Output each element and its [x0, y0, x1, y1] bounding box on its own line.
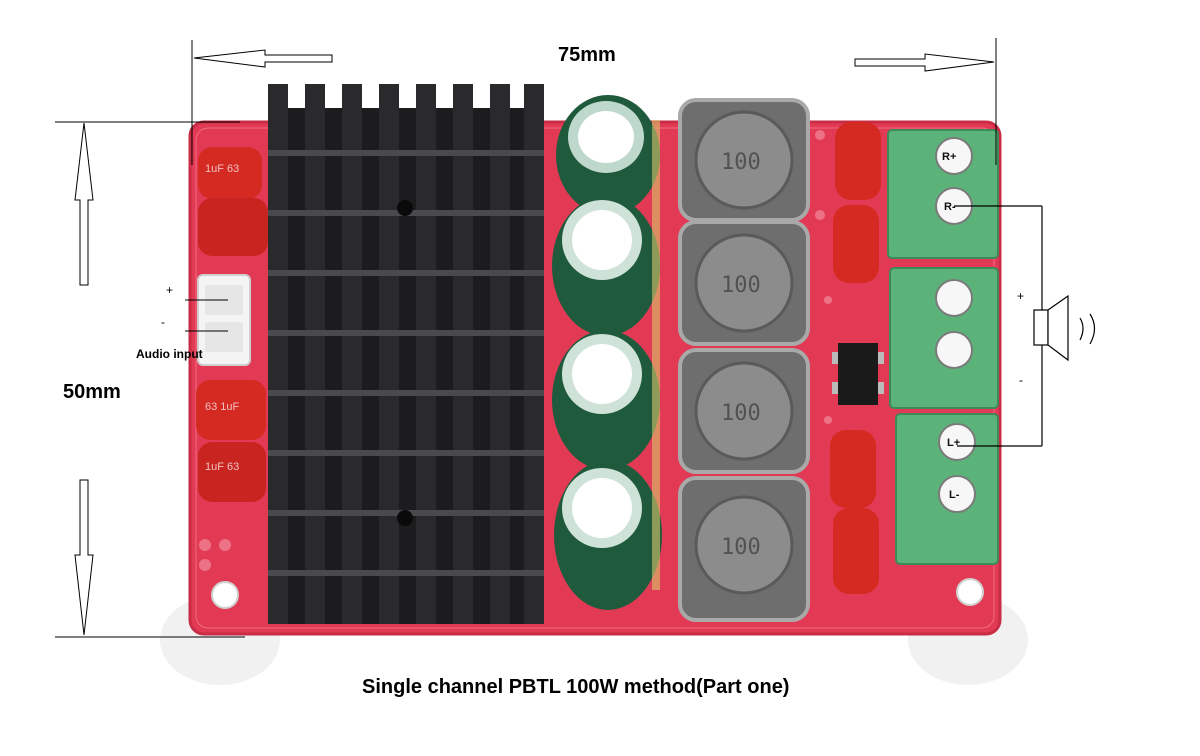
svg-text:63 1uF: 63 1uF	[205, 401, 240, 413]
audio-input-label: Audio input	[136, 347, 203, 361]
dimension-arrows	[55, 38, 997, 638]
speaker-minus-label: -	[1019, 373, 1023, 387]
speaker-wiring	[954, 205, 1043, 447]
inductor-marking: 100	[721, 150, 761, 175]
speaker-plus-label: +	[1017, 289, 1025, 303]
mounting-holes	[211, 578, 984, 609]
svg-text:1uF 63: 1uF 63	[205, 461, 239, 473]
terminal-blocks: R+ R- L+ L-	[887, 129, 999, 565]
inductors: 100 100 100 100	[678, 98, 810, 622]
width-dimension-label: 75mm	[558, 44, 616, 66]
film-capacitors-left: 1uF 63 63 1uF 1uF 63	[196, 147, 268, 502]
audio-input-connector	[197, 274, 251, 366]
speaker-icon	[1033, 294, 1096, 362]
inductor-marking: 100	[721, 273, 761, 298]
terminal-r-minus-label: R-	[944, 201, 956, 213]
regulator-chip	[832, 343, 884, 405]
electrolytic-capacitors	[552, 95, 662, 610]
terminal-l-minus-label: L-	[949, 489, 960, 501]
terminal-l-plus-label: L+	[947, 437, 960, 449]
audio-input-plus-label: +	[166, 283, 174, 297]
film-capacitors-right	[830, 122, 881, 594]
svg-text:1uF 63: 1uF 63	[205, 163, 239, 175]
heatsink	[268, 84, 544, 624]
height-dimension-label: 50mm	[63, 381, 121, 403]
inductor-marking: 100	[721, 401, 761, 426]
terminal-r-plus-label: R+	[942, 151, 956, 163]
audio-input-minus-label: -	[161, 315, 165, 329]
inductor-marking: 100	[721, 535, 761, 560]
photo-caption: Single channel PBTL 100W method(Part one…	[362, 676, 790, 698]
